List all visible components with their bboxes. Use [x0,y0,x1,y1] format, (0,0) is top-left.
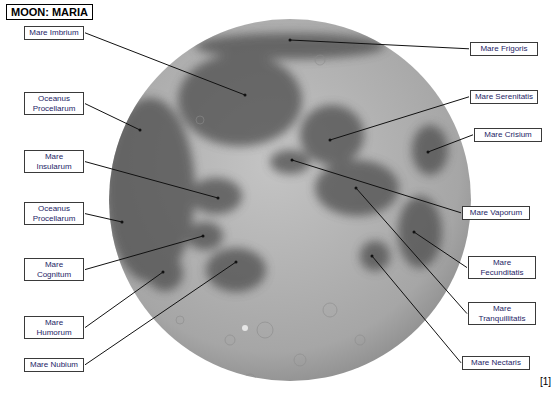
mare-name: Mare Imbrium [28,28,80,38]
leader-end [427,151,430,154]
leader-line [356,188,467,314]
mare-label-box: Mare Nectaris [462,356,530,370]
mare-label-box: Mare Nubium [24,358,84,372]
leader-line [428,135,473,152]
mare-name: Mare Humorum [28,318,80,337]
leader-end [371,255,374,258]
leader-end [329,139,332,142]
mare-name: Mare Crisium [478,130,538,140]
leader-line [290,40,469,49]
leader-line [85,236,203,270]
mare-name: Mare Vaporum [466,208,526,218]
mare-label-box: Mare Serenitatis [470,90,538,104]
leader-end [289,39,292,42]
mare-label-box: Mare Tranquillitatis [468,302,536,325]
mare-label-box: Mare Crisium [474,128,542,142]
leader-end [244,94,247,97]
mare-name: Mare Cognitum [28,260,80,279]
leader-end [355,187,358,190]
leader-line [85,214,122,222]
mare-name: Mare Frigoris [474,44,534,54]
leader-line [85,262,236,365]
tycho-crater [242,325,248,331]
title-box: MOON: MARIA [6,4,93,20]
mare-name: Oceanus Procellarum [28,94,80,113]
leader-end [202,235,205,238]
mare-label-box: Mare Imbrium [24,26,84,40]
mare-name: Mare Fecunditatis [472,258,532,277]
mare-name: Mare Nectaris [466,358,526,368]
leader-end [217,197,220,200]
leader-line [372,256,461,363]
mare-label-box: Oceanus Procellarum [24,92,84,115]
leader-end [235,261,238,264]
leader-line [85,104,140,130]
mare-label-box: Mare Vaporum [462,206,530,220]
maria-shading [105,33,448,292]
mare-label-box: Oceanus Procellarum [24,202,84,225]
leader-end [413,231,416,234]
reference-number: [1] [540,376,551,387]
mare-label-box: Mare Insularum [24,150,84,173]
mare-label-box: Mare Frigoris [470,42,538,56]
mare-label-box: Mare Cognitum [24,258,84,281]
leader-line [85,33,245,95]
leader-end [162,271,165,274]
mare-label-box: Mare Fecunditatis [468,256,536,279]
mare-name: Mare Nubium [28,360,80,370]
leader-line [85,162,218,198]
leader-line [330,97,469,140]
leader-end [139,129,142,132]
leader-line [292,160,461,213]
leader-end [291,159,294,162]
crater-marks [176,55,365,386]
mare-name: Mare Serenitatis [474,92,534,102]
leader-end [121,221,124,224]
mare-name: Mare Tranquillitatis [472,304,532,323]
mare-label-box: Mare Humorum [24,316,84,339]
mare-name: Oceanus Procellarum [28,204,80,223]
mare-name: Mare Insularum [28,152,80,171]
